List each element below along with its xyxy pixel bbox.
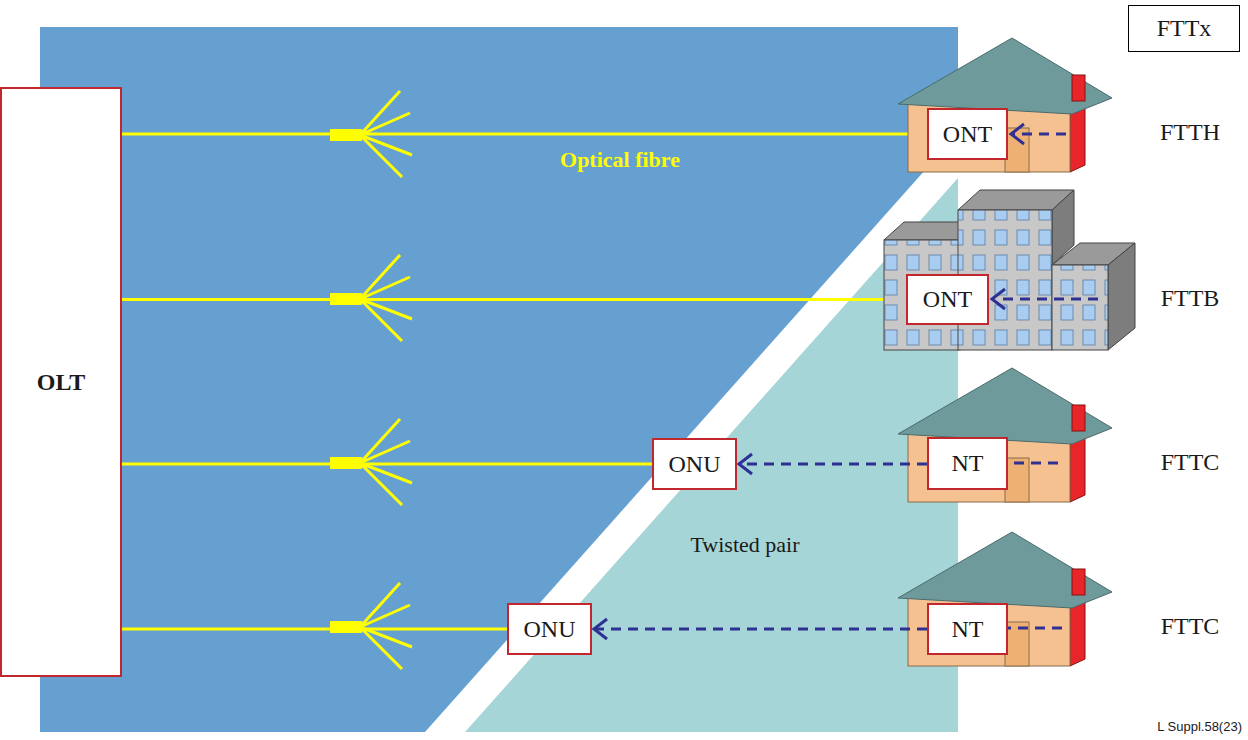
optical-fibre	[122, 134, 927, 135]
splitter	[330, 129, 362, 633]
olt-box: OLT	[0, 87, 122, 677]
arrow-head	[594, 619, 607, 639]
figure-reference: L Suppl.58(23)	[1157, 720, 1242, 735]
connector-line	[122, 463, 652, 466]
access-type: FTTC	[1161, 613, 1220, 641]
onu-box: ONU	[652, 438, 737, 490]
connector-line	[595, 628, 927, 631]
connector-line	[122, 628, 507, 631]
box-label: NT	[952, 450, 984, 476]
building-icon	[884, 190, 1135, 350]
box-label: ONU	[669, 451, 721, 477]
nt-box: NT	[927, 437, 1008, 490]
connector-line	[740, 463, 927, 466]
house-icon	[898, 532, 1112, 666]
box-label: FTTx	[1157, 15, 1212, 41]
splitter-fan	[360, 91, 412, 669]
fibre-region	[40, 27, 958, 732]
access-type: FTTC	[1161, 449, 1220, 477]
nt-box: NT	[927, 603, 1008, 655]
connector-line	[122, 298, 906, 301]
box-label: NT	[952, 616, 984, 642]
ont-box: ONT	[906, 274, 989, 325]
access-type: FTTH	[1160, 119, 1220, 147]
twisted-pair-link	[739, 454, 927, 474]
signal-arrow	[992, 124, 1098, 628]
arrow-head	[739, 454, 752, 474]
box-label: OLT	[37, 369, 85, 395]
twisted-pair-link	[594, 619, 927, 639]
house-icon	[898, 368, 1112, 502]
medium-label: Twisted pair	[690, 532, 799, 557]
box-label: ONT	[923, 286, 972, 312]
ont-box: ONT	[927, 108, 1008, 160]
connector-line	[122, 133, 927, 136]
medium-label: Optical fibre	[560, 147, 680, 172]
optical-fibre	[122, 299, 906, 300]
optical-fibre	[122, 464, 652, 465]
legend-box: FTTx	[1128, 5, 1240, 52]
onu-box: ONU	[507, 603, 592, 655]
optical-fibre	[122, 629, 507, 630]
box-label: ONU	[524, 616, 576, 642]
box-label: ONT	[943, 121, 992, 147]
house-icon	[898, 38, 1112, 172]
access-type: FTTB	[1161, 285, 1220, 313]
